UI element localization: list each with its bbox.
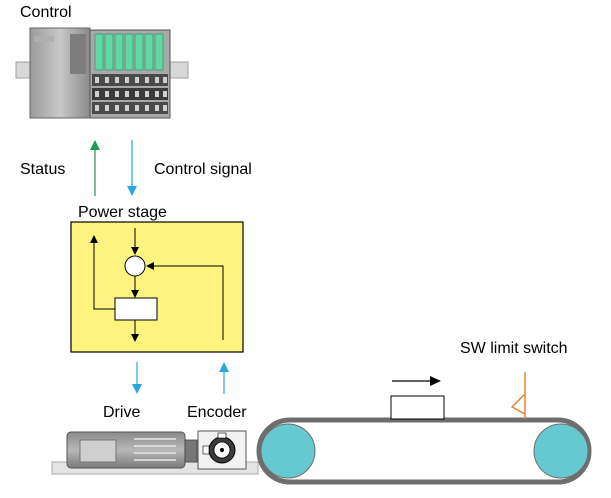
plc-controller — [15, 27, 189, 119]
io-modules — [89, 29, 171, 119]
status-label: Status — [20, 161, 66, 178]
workpiece — [390, 395, 445, 420]
drive-arrow — [132, 362, 142, 394]
right-roller — [533, 423, 589, 479]
left-roller — [260, 423, 316, 479]
drive-label: Drive — [103, 404, 141, 421]
encoder-label: Encoder — [187, 404, 247, 421]
control-signal-arrow — [127, 140, 137, 196]
controller-block — [114, 297, 158, 321]
direction-arrow — [392, 376, 441, 386]
control-label: Control — [20, 4, 72, 21]
conveyor-belt — [256, 417, 592, 485]
limit-switch-marker — [510, 372, 526, 419]
sw-limit-switch-label: SW limit switch — [460, 340, 568, 357]
control-signal-label: Control signal — [154, 161, 252, 178]
encoder-arrow — [219, 362, 229, 394]
power-stage-box — [70, 221, 244, 353]
power-stage-label: Power stage — [78, 204, 167, 221]
summing-node — [124, 255, 146, 277]
status-arrow — [90, 140, 100, 196]
motor — [51, 431, 259, 475]
encoder-device — [197, 430, 247, 470]
